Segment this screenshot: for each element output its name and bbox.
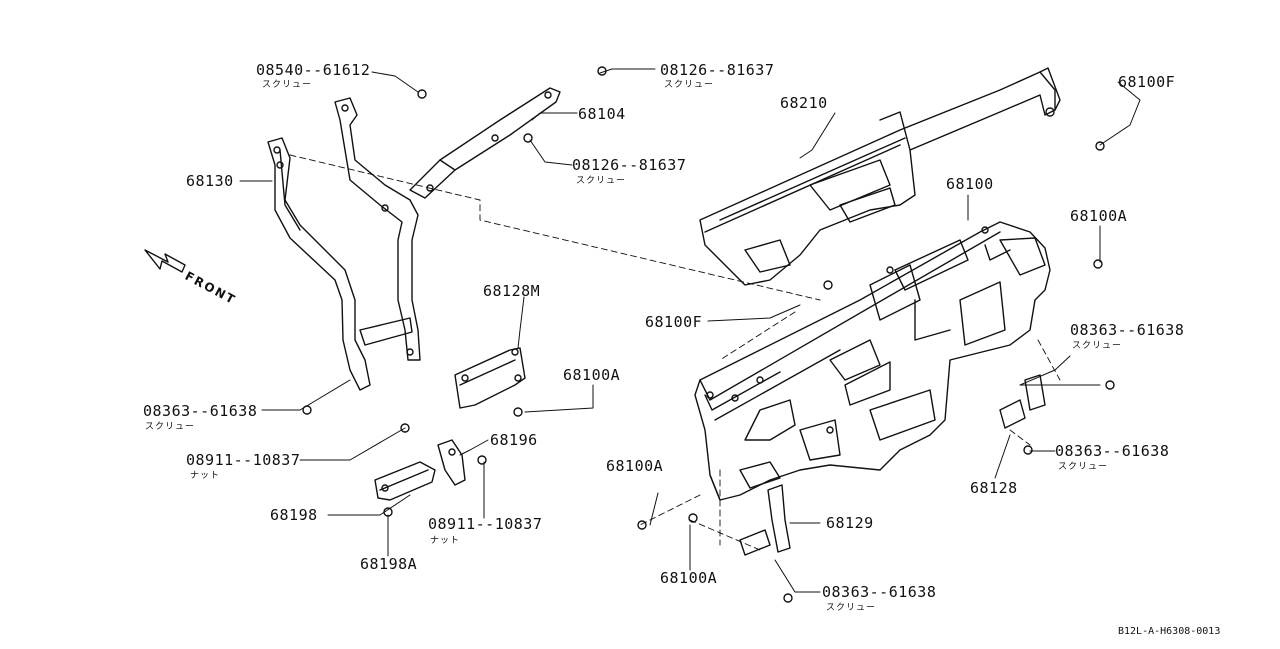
part-label-68128M: 68128M: [483, 282, 541, 300]
part-label-08126-81637-b: 08126--81637: [572, 156, 687, 174]
leader-lines: [239, 68, 1141, 593]
diagram-footer-code: B12L-A-H6308-0013: [1118, 626, 1221, 637]
bracket-68198: [374, 461, 436, 501]
bracket-68196: [437, 439, 466, 486]
front-arrow-icon: [144, 249, 186, 273]
bracket-center-pillar: [334, 97, 421, 361]
part-sub-screw: スクリュー: [576, 176, 627, 186]
bracket-68128M: [454, 347, 526, 409]
bracket-68128: [999, 374, 1046, 429]
part-sub-screw: スクリュー: [664, 80, 715, 90]
part-sub-screw: スクリュー: [1058, 462, 1109, 472]
bracket-68104: [409, 87, 561, 199]
part-label-68129: 68129: [826, 514, 874, 532]
part-label-68100A-c: 68100A: [606, 457, 664, 475]
part-label-68100F: 68100F: [1118, 73, 1176, 91]
part-label-08540-61612: 08540--61612: [256, 61, 371, 79]
part-label-68100A-b: 68100A: [563, 366, 621, 384]
part-label-68100A-d: 68100A: [660, 569, 718, 587]
part-sub-screw: スクリュー: [826, 603, 877, 613]
part-label-08363-61638-b: 08363--61638: [143, 402, 258, 420]
part-label-68198A: 68198A: [360, 555, 418, 573]
part-label-68130: 68130: [186, 172, 234, 190]
dashed-reference-lines: [289, 154, 1061, 551]
bracket-68130: [267, 137, 371, 391]
part-label-08363-61638-d: 08363--61638: [822, 583, 937, 601]
part-label-68210: 68210: [780, 94, 828, 112]
part-label-68100: 68100: [946, 175, 994, 193]
fasteners: [302, 66, 1115, 603]
instrument-panel-68100: [694, 221, 1051, 501]
part-sub-screw: スクリュー: [145, 422, 196, 432]
part-sub-nut: ナット: [190, 471, 221, 481]
part-label-08363-61638-c: 08363--61638: [1055, 442, 1170, 460]
part-label-08363-61638: 08363--61638: [1070, 321, 1185, 339]
part-sub-screw: スクリュー: [262, 80, 313, 90]
part-sub-screw: スクリュー: [1072, 341, 1123, 351]
part-label-68100A: 68100A: [1070, 207, 1128, 225]
part-label-68128: 68128: [970, 479, 1018, 497]
upper-dash-pad-68210: [699, 67, 1061, 286]
part-label-68100F-b: 68100F: [645, 313, 703, 331]
bracket-68129: [739, 484, 791, 556]
part-label-08911-10837: 08911--10837: [186, 451, 301, 469]
part-label-08911-10837-b: 08911--10837: [428, 515, 543, 533]
part-label-08126-81637: 08126--81637: [660, 61, 775, 79]
part-label-68104: 68104: [578, 105, 626, 123]
part-sub-nut: ナット: [430, 536, 461, 546]
part-label-68198: 68198: [270, 506, 318, 524]
part-label-68196: 68196: [490, 431, 538, 449]
